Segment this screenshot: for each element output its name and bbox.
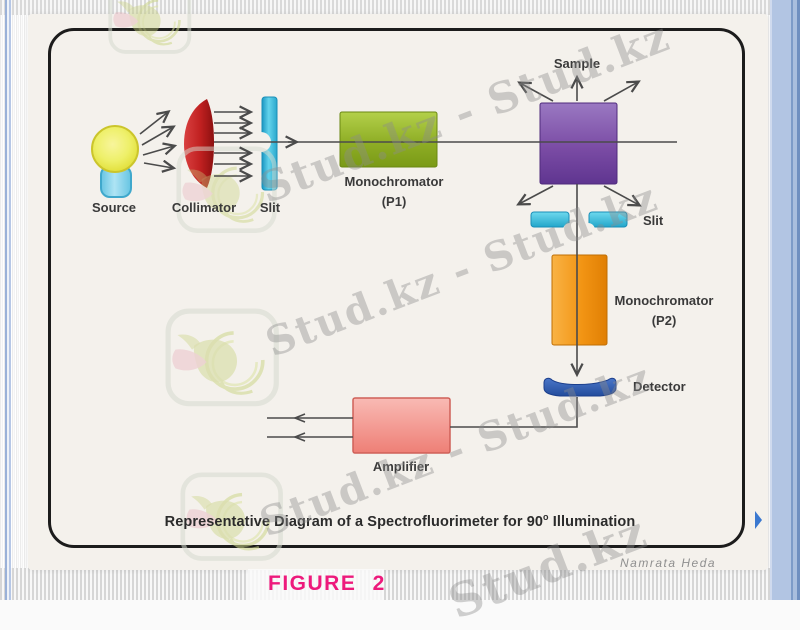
figure-label: FIGURE 2 <box>268 572 386 595</box>
diagram-caption: Representative Diagram of a Spectrofluor… <box>164 512 636 530</box>
monochromator-p1-box <box>339 111 438 168</box>
label-detector: Detector <box>633 379 686 394</box>
label-source: Source <box>91 200 137 215</box>
figure-label-backing <box>248 569 384 600</box>
emission-slit-icon <box>530 211 628 237</box>
detector-dish-icon <box>543 377 617 397</box>
top-texture-band <box>0 0 800 15</box>
label-amplifier: Amplifier <box>372 459 430 474</box>
slide-panel <box>28 14 768 570</box>
amplifier-box <box>352 397 451 454</box>
left-edge-decoration <box>5 0 14 600</box>
label-collimator: Collimator <box>171 200 237 215</box>
label-emission-slit: Slit <box>643 213 664 228</box>
label-sample: Sample <box>553 56 601 71</box>
collimator-lens-icon <box>184 99 214 188</box>
right-edge-band <box>770 0 800 600</box>
label-monochromator-p2: Monochromator (P2) <box>614 293 714 328</box>
light-source-icon <box>91 125 139 198</box>
label-monochromator-p1: Monochromator (P1) <box>344 174 444 209</box>
beam-lines <box>139 0 677 442</box>
sample-cell-box <box>539 102 618 185</box>
credit-text: Namrata Heda <box>620 556 717 570</box>
label-entrance-slit: Slit <box>259 200 281 215</box>
bottom-texture-band <box>0 568 800 600</box>
monochromator-p2-box <box>551 254 608 346</box>
diagram-border <box>48 28 745 548</box>
side-arrow-marker <box>755 511 762 529</box>
